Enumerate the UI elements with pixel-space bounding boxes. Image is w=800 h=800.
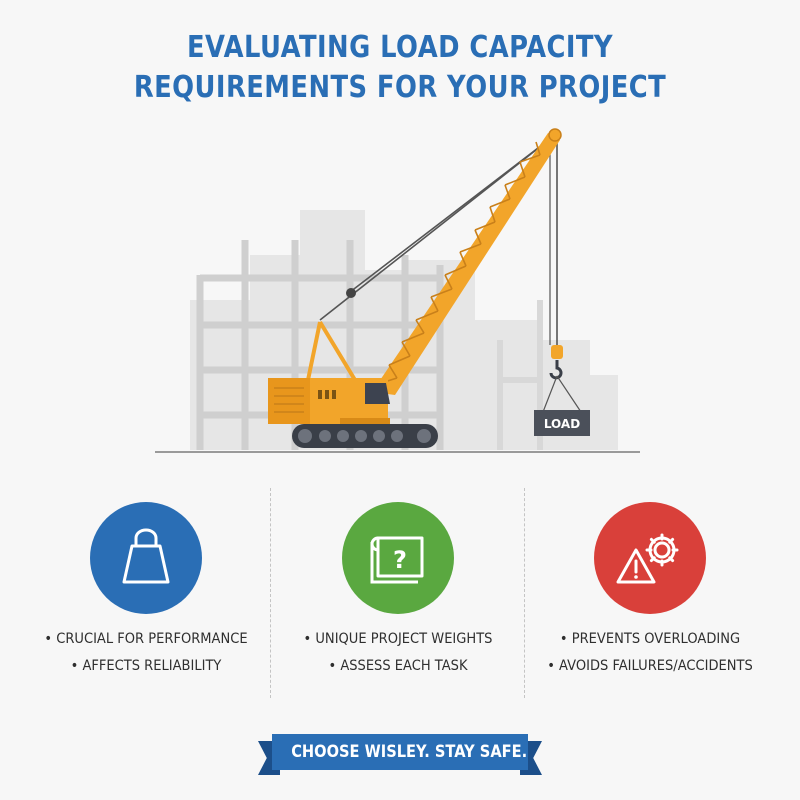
bullet-item: • AVOIDS FAILURES/ACCIDENTS [547, 658, 753, 674]
performance-bullets: • CRUCIAL FOR PERFORMANCE • AFFECTS RELI… [21, 626, 271, 680]
bullet-item: • ASSESS EACH TASK [328, 658, 468, 674]
svg-text:?: ? [393, 546, 407, 574]
bullet-item: • CRUCIAL FOR PERFORMANCE [44, 631, 248, 647]
load-label: LOAD [544, 417, 580, 431]
crawler-crane-icon: LOAD [268, 128, 590, 448]
overloading-bullets: • PREVENTS OVERLOADING • AVOIDS FAILURES… [525, 626, 775, 680]
page-title: EVALUATING LOAD CAPACITY REQUIREMENTS FO… [56, 28, 744, 108]
project-weights-bullets: • UNIQUE PROJECT WEIGHTS • ASSESS EACH T… [273, 626, 523, 680]
project-weights-circle: ? [342, 502, 454, 614]
warning-gear-icon [616, 533, 679, 584]
bullet-item: • AFFECTS RELIABILITY [70, 658, 222, 674]
tagline-label-box: CHOOSE WISLEY. STAY SAFE. [272, 734, 528, 770]
bullet-item: • UNIQUE PROJECT WEIGHTS [303, 631, 493, 647]
blueprint-question-icon: ? [370, 536, 424, 584]
title-line-2: REQUIREMENTS FOR YOUR PROJECT [133, 70, 667, 105]
bullet-item: • PREVENTS OVERLOADING [559, 631, 741, 647]
performance-circle [90, 502, 202, 614]
tagline-banner: CHOOSE WISLEY. STAY SAFE. [258, 734, 542, 776]
tagline-text: CHOOSE WISLEY. STAY SAFE. [291, 742, 528, 762]
column-divider-1 [270, 488, 271, 698]
load-block [534, 410, 590, 436]
kettlebell-weight-icon [122, 528, 170, 584]
column-divider-2 [524, 488, 525, 698]
overloading-circle [594, 502, 706, 614]
title-line-1: EVALUATING LOAD CAPACITY [186, 30, 614, 65]
